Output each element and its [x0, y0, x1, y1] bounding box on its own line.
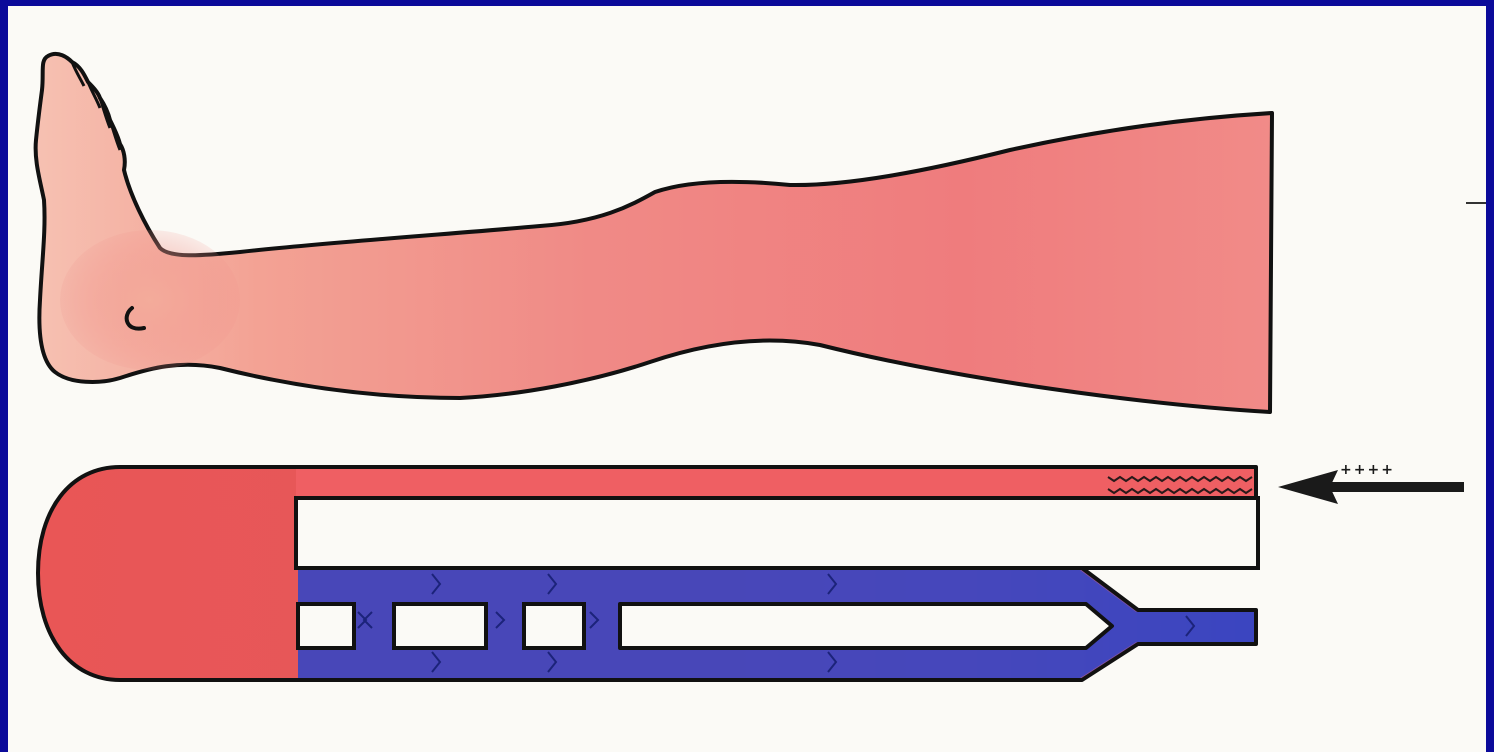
leg-outline — [36, 54, 1272, 412]
vessel-schematic — [38, 467, 1258, 680]
vein-island-3 — [524, 604, 584, 648]
vein-island-4 — [620, 604, 1112, 648]
vein-island-1 — [298, 604, 354, 648]
leg-illustration — [36, 54, 1272, 412]
inflow-arrow-icon: ++++ — [1278, 462, 1464, 504]
inner-gap — [296, 498, 1258, 568]
artery-channel — [296, 469, 1254, 496]
pressure-marks: ++++ — [1340, 462, 1395, 478]
vein-island-2 — [394, 604, 486, 648]
